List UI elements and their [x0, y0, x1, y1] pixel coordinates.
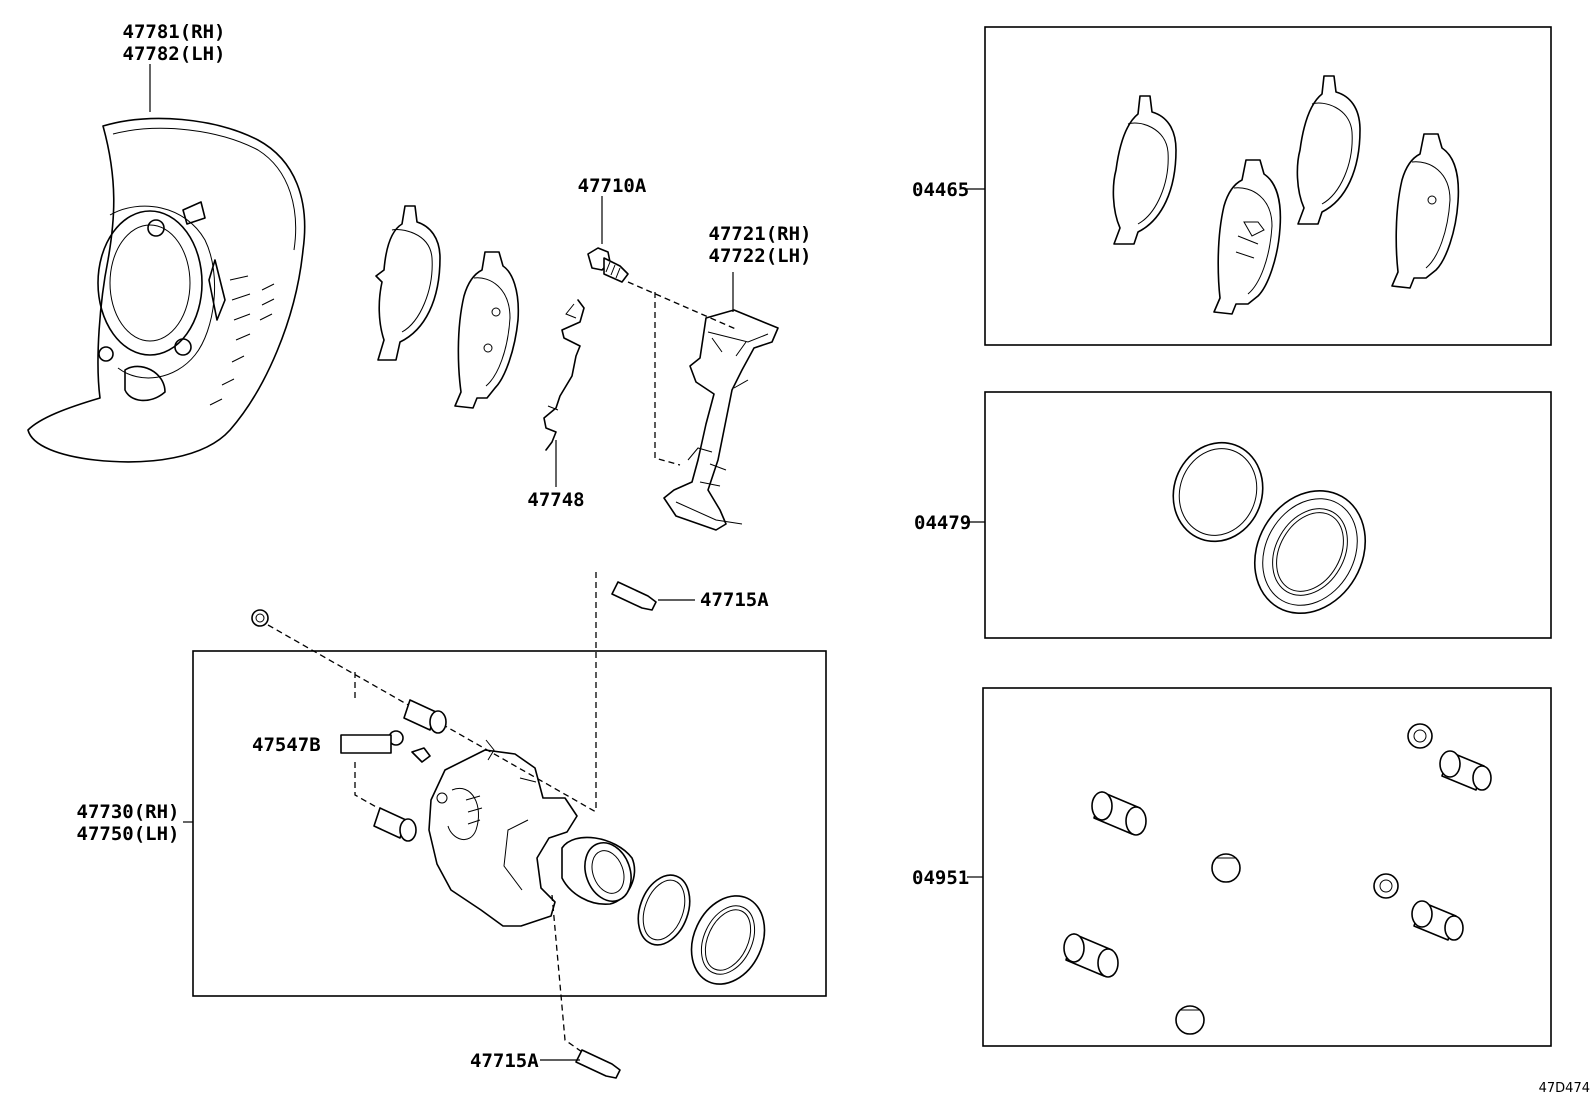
bleeder-plug [388, 730, 431, 763]
brake-pad-inner [454, 251, 520, 409]
kit-cap-2 [1175, 1005, 1205, 1035]
caliper-bolt [587, 247, 629, 283]
cylinder-kit-box [984, 391, 1552, 639]
mounting-label-rh: 47721(RH) [709, 223, 812, 245]
boot-kit-label: 04951 [912, 867, 969, 889]
caliper-body [428, 739, 578, 927]
bolt-label: 47710A [578, 175, 647, 197]
bush-upper [403, 699, 447, 734]
cylinder-assy-box [192, 650, 827, 997]
caliper-piston [561, 836, 636, 905]
mounting-dash-line [654, 292, 681, 466]
cylinder-assy-label-lh: 47750(LH) [77, 823, 180, 845]
slide-pin-top-label: 47715A [700, 589, 769, 611]
disc-brake-dust-cover [27, 117, 306, 463]
pad-wear-indicator-wire [543, 299, 585, 451]
wire-label: 47748 [527, 489, 584, 511]
caliper-mounting [663, 309, 779, 531]
slide-pin-bottom-label: 47715A [470, 1050, 539, 1072]
kit-bush-3 [1439, 750, 1492, 791]
cylinder-assy-label-rh: 47730(RH) [77, 801, 180, 823]
pad-kit-label: 04465 [912, 179, 969, 201]
pad-kit-box [984, 26, 1552, 346]
dust-cover-label-lh: 47782(LH) [123, 43, 226, 65]
mounting-label-lh: 47722(LH) [709, 245, 812, 267]
kit-cylinder-boot [1253, 489, 1367, 615]
slide-pin-bottom [575, 1049, 621, 1079]
boot-kit-box [982, 687, 1552, 1047]
kit-bush-1 [1091, 791, 1147, 836]
piston-seal [637, 874, 691, 946]
plug-dash-lines [354, 672, 379, 809]
kit-pad-1 [1112, 95, 1177, 245]
slide-pin-top [611, 581, 657, 611]
diagram-id: 47D474 [1539, 1081, 1590, 1096]
kit-bush-2 [1063, 933, 1119, 978]
bleeder-plug-label: 47547B [252, 734, 321, 756]
kit-bush-4 [1411, 900, 1464, 941]
cylinder-kit-label: 04479 [914, 512, 971, 534]
bleeder-cap-small [251, 609, 269, 627]
kit-ring-1 [1407, 723, 1433, 749]
kit-pad-2 [1213, 159, 1282, 315]
bleeder-dash-line [267, 624, 597, 813]
kit-ring-2 [1373, 873, 1399, 899]
dust-cover-label-rh: 47781(RH) [123, 21, 226, 43]
bush-lower [373, 807, 417, 842]
cylinder-boot [690, 895, 766, 985]
kit-pad-4 [1391, 133, 1460, 289]
kit-pad-3 [1296, 75, 1361, 225]
kit-cap-1 [1211, 853, 1241, 883]
bleeder-plug-callout-box [340, 734, 392, 754]
brake-pad-outer [375, 205, 441, 361]
bolt-dash-line [627, 281, 739, 331]
slide-pin-bottom-dash [551, 894, 583, 1053]
kit-piston-seal [1172, 441, 1264, 543]
